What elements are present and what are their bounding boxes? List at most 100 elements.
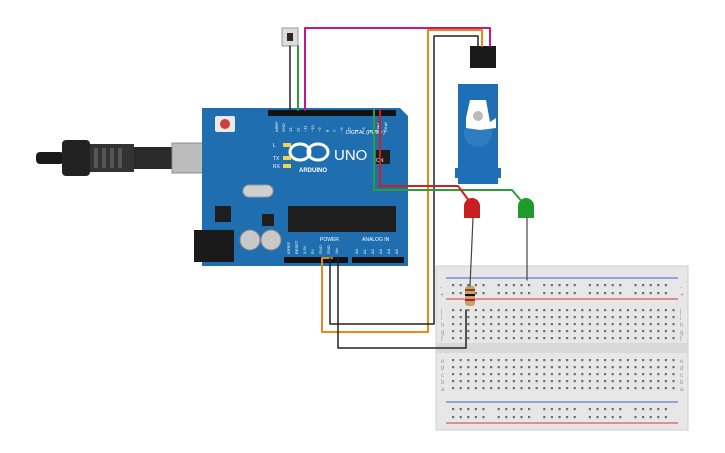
push-button[interactable] [281,27,299,47]
terminal-hole[interactable] [550,380,553,383]
terminal-hole[interactable] [490,373,493,376]
terminal-hole[interactable] [474,366,477,369]
rail-hole[interactable] [520,416,523,419]
terminal-hole[interactable] [649,373,652,376]
terminal-hole[interactable] [520,309,523,312]
terminal-hole[interactable] [573,323,576,326]
rail-hole[interactable] [528,416,531,419]
terminal-hole[interactable] [520,316,523,319]
terminal-hole[interactable] [558,373,561,376]
terminal-hole[interactable] [581,380,584,383]
terminal-hole[interactable] [649,316,652,319]
rail-hole[interactable] [497,284,500,287]
terminal-hole[interactable] [512,330,515,333]
wire-red-led[interactable] [379,109,471,203]
usb-cable[interactable] [36,140,207,176]
terminal-hole[interactable] [528,359,531,362]
rail-hole[interactable] [467,416,470,419]
terminal-hole[interactable] [672,366,675,369]
terminal-hole[interactable] [452,316,455,319]
terminal-hole[interactable] [528,337,531,340]
terminal-hole[interactable] [543,373,546,376]
terminal-hole[interactable] [505,387,508,390]
terminal-hole[interactable] [550,316,553,319]
terminal-hole[interactable] [672,316,675,319]
terminal-hole[interactable] [512,366,515,369]
terminal-hole[interactable] [611,366,614,369]
terminal-hole[interactable] [573,337,576,340]
terminal-hole[interactable] [626,330,629,333]
terminal-hole[interactable] [452,380,455,383]
terminal-hole[interactable] [490,387,493,390]
terminal-hole[interactable] [520,380,523,383]
rail-hole[interactable] [467,284,470,287]
terminal-hole[interactable] [558,359,561,362]
terminal-hole[interactable] [482,330,485,333]
terminal-hole[interactable] [497,316,500,319]
terminal-hole[interactable] [467,359,470,362]
rail-hole[interactable] [588,408,591,411]
terminal-hole[interactable] [474,309,477,312]
terminal-hole[interactable] [626,316,629,319]
terminal-hole[interactable] [619,359,622,362]
terminal-hole[interactable] [452,330,455,333]
terminal-hole[interactable] [467,337,470,340]
rail-hole[interactable] [459,416,462,419]
terminal-hole[interactable] [566,330,569,333]
terminal-hole[interactable] [626,366,629,369]
terminal-hole[interactable] [482,316,485,319]
terminal-hole[interactable] [672,337,675,340]
rail-hole[interactable] [566,408,569,411]
rail-hole[interactable] [619,292,622,295]
terminal-hole[interactable] [550,373,553,376]
terminal-hole[interactable] [642,323,645,326]
terminal-hole[interactable] [550,323,553,326]
terminal-hole[interactable] [566,366,569,369]
terminal-hole[interactable] [657,380,660,383]
terminal-hole[interactable] [642,359,645,362]
terminal-hole[interactable] [482,366,485,369]
rail-hole[interactable] [520,284,523,287]
power-header[interactable] [284,257,348,263]
terminal-hole[interactable] [581,316,584,319]
terminal-hole[interactable] [535,380,538,383]
rail-hole[interactable] [634,408,637,411]
terminal-hole[interactable] [490,309,493,312]
terminal-hole[interactable] [581,373,584,376]
terminal-hole[interactable] [512,316,515,319]
terminal-hole[interactable] [634,337,637,340]
rail-hole[interactable] [611,408,614,411]
terminal-hole[interactable] [566,373,569,376]
terminal-hole[interactable] [490,366,493,369]
terminal-hole[interactable] [482,387,485,390]
terminal-hole[interactable] [482,373,485,376]
terminal-hole[interactable] [588,309,591,312]
rail-hole[interactable] [550,408,553,411]
terminal-hole[interactable] [497,323,500,326]
rail-hole[interactable] [497,408,500,411]
terminal-hole[interactable] [611,337,614,340]
terminal-hole[interactable] [611,316,614,319]
terminal-hole[interactable] [588,316,591,319]
terminal-hole[interactable] [664,380,667,383]
rail-hole[interactable] [573,284,576,287]
rail-hole[interactable] [550,284,553,287]
terminal-hole[interactable] [649,387,652,390]
terminal-hole[interactable] [649,380,652,383]
terminal-hole[interactable] [512,380,515,383]
terminal-hole[interactable] [626,337,629,340]
terminal-hole[interactable] [558,316,561,319]
terminal-hole[interactable] [452,323,455,326]
terminal-hole[interactable] [452,359,455,362]
terminal-hole[interactable] [596,373,599,376]
terminal-hole[interactable] [497,373,500,376]
terminal-hole[interactable] [657,309,660,312]
terminal-hole[interactable] [634,323,637,326]
rail-hole[interactable] [543,408,546,411]
rail-hole[interactable] [573,416,576,419]
rail-hole[interactable] [520,292,523,295]
rail-hole[interactable] [452,292,455,295]
rail-hole[interactable] [596,408,599,411]
terminal-hole[interactable] [588,366,591,369]
rail-hole[interactable] [550,292,553,295]
